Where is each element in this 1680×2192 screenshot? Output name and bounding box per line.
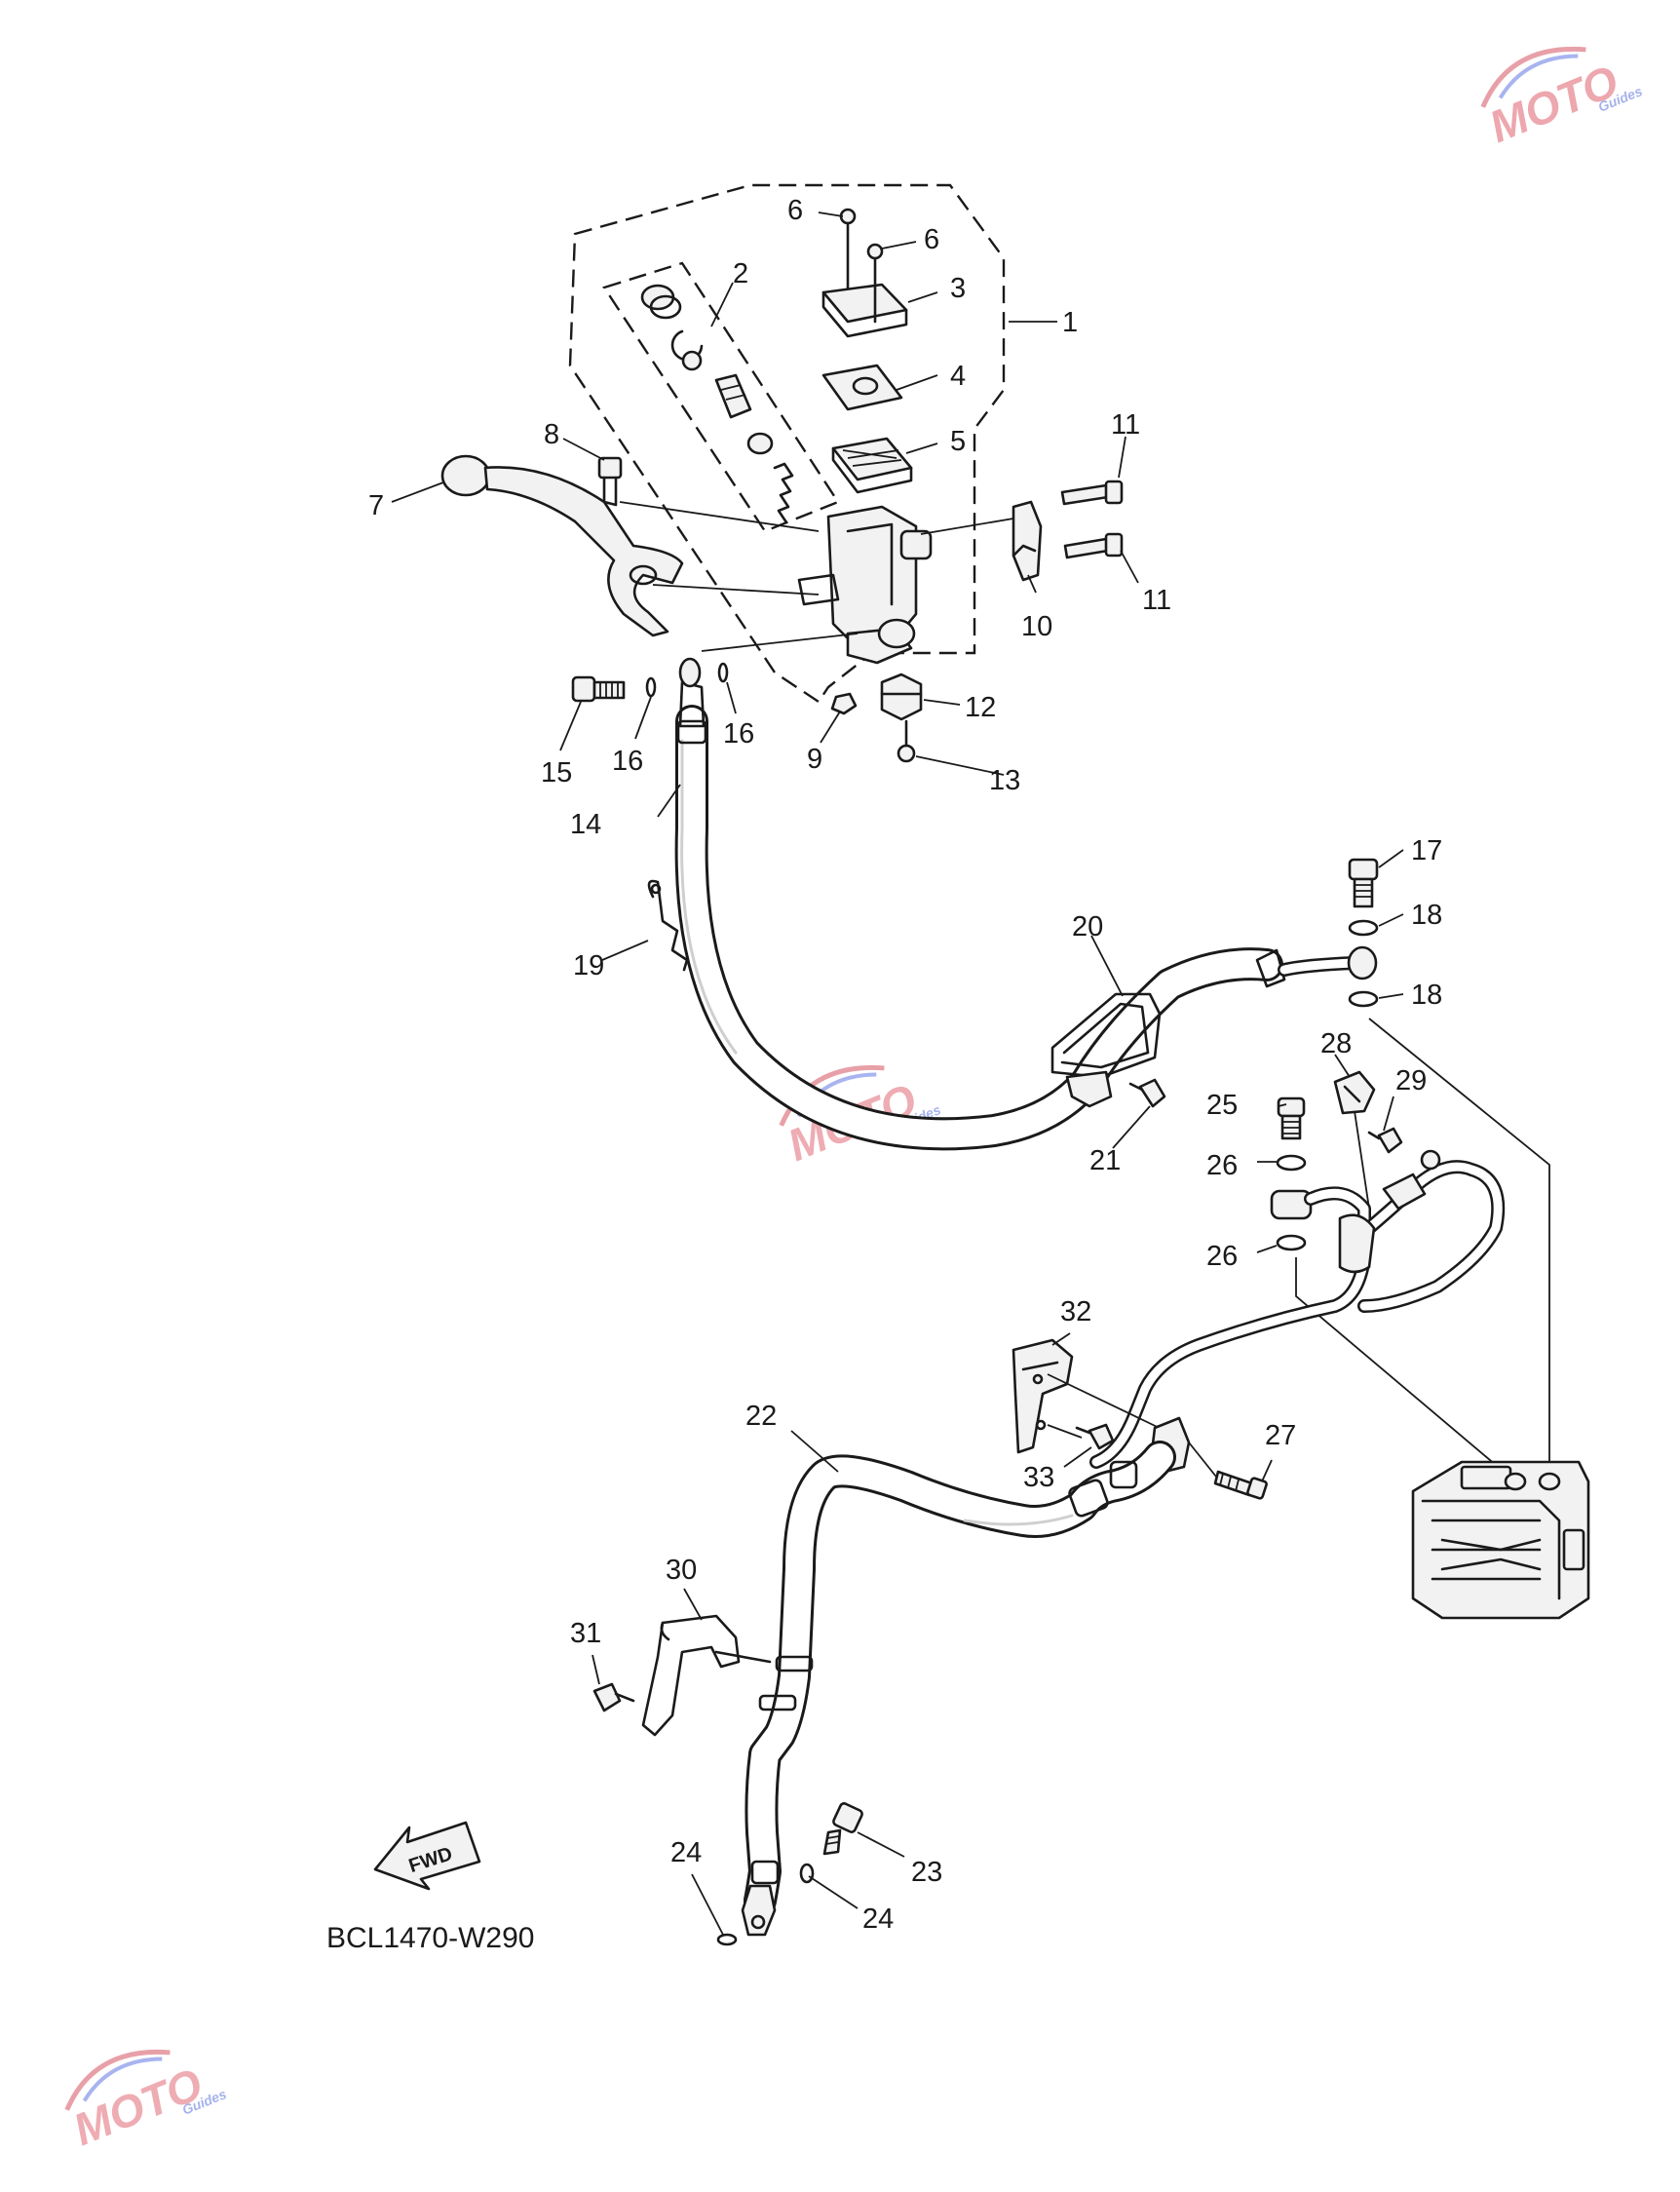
forward-direction-arrow-icon: FWD (373, 1821, 481, 1891)
callout-27: 27 (1265, 1420, 1296, 1451)
upper-brake-pipe (1255, 945, 1378, 988)
callout-20: 20 (1072, 911, 1103, 942)
abs-connect-line-a (1368, 1018, 1550, 1481)
callout-29: 29 (1395, 1065, 1427, 1096)
abs-hydraulic-unit (1411, 1460, 1590, 1620)
callout-28: 28 (1320, 1028, 1352, 1059)
hose-bracket-30 (641, 1614, 772, 1737)
piston-kit-outline (602, 261, 840, 533)
callout-24a: 24 (670, 1837, 702, 1868)
reservoir-plate (831, 437, 913, 494)
diagram-code: BCL1470-W290 (326, 1922, 534, 1954)
callout-23: 23 (911, 1857, 942, 1888)
pipe-clamp-32 (1012, 1338, 1074, 1454)
union-bolt-25 (1277, 1096, 1306, 1140)
bolt-27 (1213, 1470, 1268, 1500)
bracket-bolt-31 (592, 1682, 635, 1712)
callout-19: 19 (573, 950, 604, 981)
callout-33: 33 (1023, 1462, 1054, 1493)
union-bolt-17 (1348, 858, 1379, 908)
callout-25: 25 (1206, 1090, 1238, 1121)
callout-9: 9 (807, 744, 822, 775)
washer-24a (716, 1933, 738, 1946)
callout-16a: 16 (612, 746, 643, 777)
union-26 (1270, 1189, 1313, 1220)
callout-labels: 1 2 3 4 5 6 6 7 8 9 10 11 11 12 13 14 15… (368, 195, 1442, 1935)
callout-1: 1 (1062, 307, 1078, 338)
callout-31: 31 (570, 1618, 601, 1649)
callout-5: 5 (950, 426, 966, 457)
abs-connect-line-b (1295, 1257, 1516, 1482)
callout-26b: 26 (1206, 1241, 1238, 1272)
callout-11b: 11 (1142, 585, 1171, 616)
callout-21: 21 (1089, 1145, 1121, 1176)
lower-brake-hose (741, 1441, 1176, 1937)
holder-bolt-lower (1063, 532, 1124, 559)
callout-18b: 18 (1411, 980, 1442, 1011)
hose-clamp-19 (647, 879, 689, 972)
pipe-clamp-28 (1333, 1070, 1376, 1115)
callout-16b: 16 (723, 718, 754, 750)
callout-32: 32 (1060, 1296, 1091, 1327)
callout-13: 13 (989, 765, 1020, 796)
master-cylinder-assembly-outline (568, 183, 1006, 704)
middle-brake-pipe (1089, 1149, 1506, 1469)
callout-11a: 11 (1111, 409, 1140, 441)
callout-15: 15 (541, 757, 572, 788)
piston-kit (640, 284, 794, 524)
clamp-bolt-33 (1075, 1423, 1115, 1450)
holder-bolt-upper (1060, 480, 1124, 506)
bracket-bolt-21 (1128, 1078, 1166, 1108)
screw-6a (839, 208, 857, 289)
callout-4: 4 (950, 361, 966, 392)
callout-18a: 18 (1411, 900, 1442, 931)
banjo-bolt-lower (822, 1802, 863, 1856)
watermark-logo-bottom-left: MOTO Guides (64, 2049, 229, 2155)
brake-lever (440, 454, 684, 637)
callout-10: 10 (1021, 611, 1052, 642)
handlebar-holder (1012, 500, 1043, 582)
washer-16a (645, 676, 657, 698)
callout-6b: 6 (924, 224, 939, 255)
callout-14: 14 (570, 809, 601, 840)
diaphragm (821, 364, 903, 411)
callout-30: 30 (666, 1555, 697, 1586)
washer-26b (1276, 1234, 1307, 1251)
brake-switch (880, 673, 923, 721)
clamp-bolt-29 (1367, 1127, 1403, 1154)
lever-nut (830, 692, 858, 715)
lever-pivot-bolt (597, 456, 623, 507)
leader-lines (391, 212, 1404, 1936)
callout-24b: 24 (862, 1904, 894, 1935)
watermark-logo-top-right: MOTO Guides (1480, 46, 1645, 152)
callout-7: 7 (368, 490, 384, 521)
washer-18a (1348, 919, 1379, 937)
callout-6a: 6 (787, 195, 803, 226)
upper-brake-hose (674, 657, 1283, 1151)
switch-screw (897, 719, 916, 763)
callout-3: 3 (950, 273, 966, 304)
callout-17: 17 (1411, 835, 1442, 866)
callout-8: 8 (544, 419, 559, 450)
callout-22: 22 (745, 1401, 777, 1432)
banjo-bolt-upper (571, 675, 626, 703)
master-cylinder-body (797, 505, 933, 665)
washer-26a (1276, 1154, 1307, 1172)
callout-12: 12 (965, 692, 996, 723)
diaphragm-holder (821, 283, 908, 338)
washer-18b (1348, 990, 1379, 1008)
callout-26a: 26 (1206, 1150, 1238, 1181)
washer-24b (799, 1863, 815, 1884)
callout-2: 2 (733, 258, 748, 289)
screw-6b (866, 243, 884, 324)
washer-16b (717, 662, 729, 683)
